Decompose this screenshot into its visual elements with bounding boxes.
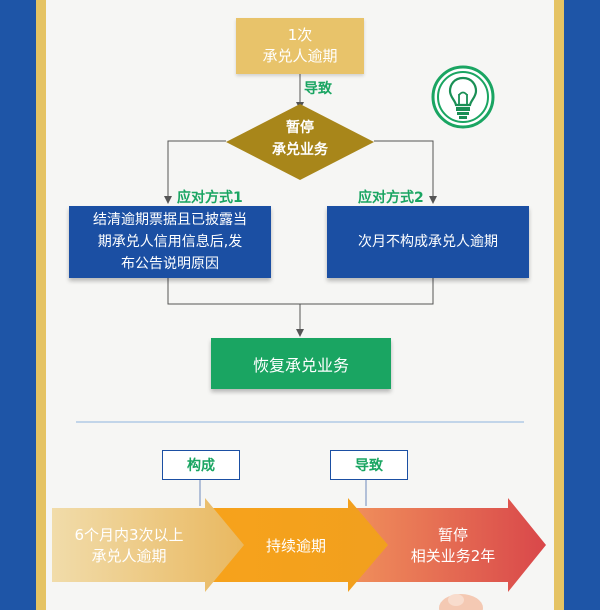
cause-label: 导致	[304, 81, 332, 97]
tag-constitute: 构成	[162, 450, 240, 480]
tag-constitute-text: 构成	[187, 458, 215, 474]
tag-cause: 导致	[330, 450, 408, 480]
arrow-shape-2	[210, 498, 388, 592]
option1-line2: 期承兑人信用信息后,发	[97, 234, 243, 250]
arrow3-line2: 相关业务2年	[410, 547, 496, 565]
option1-line1: 结清逾期票据且已披露当	[93, 212, 247, 228]
lightbulb-icon	[430, 64, 496, 130]
tag-cause-text: 导致	[355, 458, 383, 474]
diamond-text: 暂停 承兑业务	[224, 117, 376, 161]
diamond-line2: 承兑业务	[272, 142, 328, 158]
option1-line3: 布公告说明原因	[121, 256, 219, 272]
arrow2-text: 持续逾期	[236, 518, 356, 574]
event-box-line2: 承兑人逾期	[262, 47, 338, 65]
option2-label: 应对方式2	[358, 190, 424, 206]
event-box-line1: 1次	[287, 26, 313, 44]
resume-text: 恢复承兑业务	[252, 355, 349, 375]
arrow2-label: 持续逾期	[265, 536, 326, 555]
connector-diamond-left	[164, 140, 226, 204]
option1-label: 应对方式1	[177, 190, 243, 206]
connector-diamond-right	[374, 140, 437, 204]
decision-diamond	[226, 104, 374, 180]
arrow1-line2: 承兑人逾期	[91, 547, 167, 565]
option2-text: 次月不构成承兑人逾期	[358, 234, 498, 250]
arrow1-text: 6个月内3次以上 承兑人逾期	[54, 518, 204, 574]
arrow-shape-3	[352, 498, 546, 592]
option2-box: 次月不构成承兑人逾期	[327, 206, 529, 278]
arrow3-text: 暂停 相关业务2年	[392, 518, 514, 574]
arrow1-line1: 6个月内3次以上	[74, 526, 184, 544]
option1-box: 结清逾期票据且已披露当 期承兑人信用信息后,发 布公告说明原因	[69, 206, 271, 278]
diamond-line1: 暂停	[286, 120, 314, 136]
arrow3-line1: 暂停	[437, 526, 468, 544]
event-box: 1次 承兑人逾期	[236, 18, 364, 74]
resume-box: 恢复承兑业务	[211, 338, 391, 389]
hand-decoration	[439, 594, 483, 610]
arrow-shape-1	[52, 498, 244, 592]
